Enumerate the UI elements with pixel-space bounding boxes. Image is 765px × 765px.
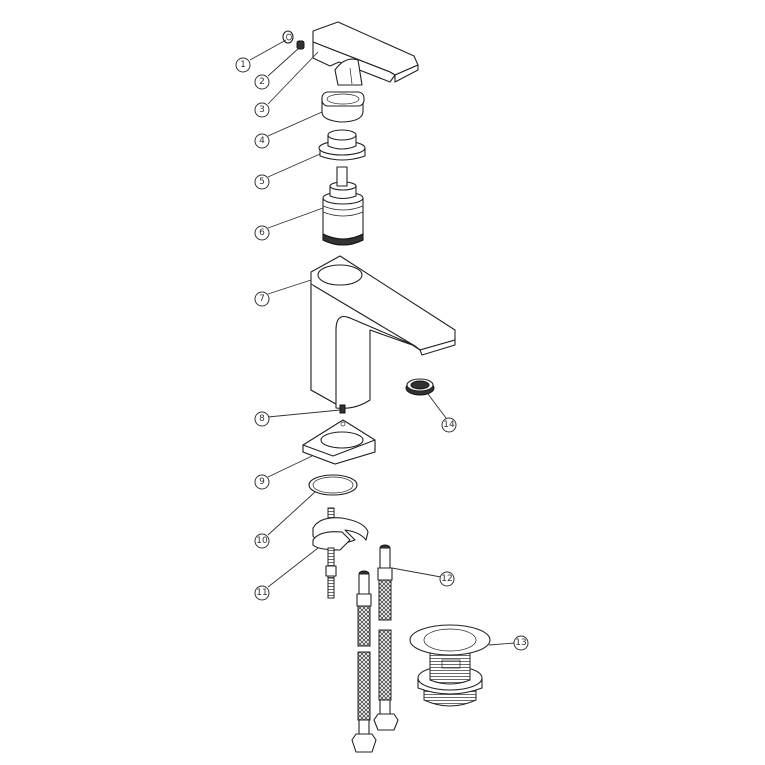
callout-label: 11 — [256, 588, 267, 598]
callout-12: 12 — [439, 571, 455, 587]
cartridge-part — [322, 166, 364, 246]
tap-body-part — [310, 255, 456, 409]
flexible-tails-part — [351, 544, 399, 753]
shroud-part — [321, 91, 365, 123]
callout-label: 12 — [441, 574, 452, 584]
callout-label: 2 — [259, 77, 265, 87]
leader-lines — [249, 39, 516, 646]
callout-13: 13 — [513, 635, 529, 651]
callout-label: 10 — [256, 536, 268, 546]
callout-label: 1 — [240, 60, 246, 70]
bonnet-nut-part — [318, 129, 366, 161]
callout-9: 9 — [254, 474, 270, 490]
callout-label: 3 — [259, 105, 265, 115]
callout-11: 11 — [254, 585, 270, 601]
callout-14: 14 — [441, 417, 457, 433]
callout-2: 2 — [254, 74, 270, 90]
callout-label: 7 — [259, 294, 265, 304]
callout-5: 5 — [254, 174, 270, 190]
click-clack-waste-part — [409, 624, 491, 707]
callout-6: 6 — [254, 225, 270, 241]
callout-label: 5 — [259, 177, 265, 187]
o-ring-washer-part — [308, 474, 358, 496]
grub-screw-part — [296, 40, 305, 50]
stud-part — [339, 404, 346, 414]
callout-label: 8 — [259, 414, 265, 424]
callout-label: 9 — [259, 477, 265, 487]
callout-label: 14 — [443, 420, 455, 430]
lever-handle-part — [312, 21, 419, 86]
base-plate-part — [302, 419, 376, 465]
aerator-part — [405, 378, 435, 396]
callout-label: 13 — [515, 638, 526, 648]
callout-label: 4 — [259, 136, 265, 146]
fixing-kit-part — [312, 507, 369, 599]
callout-3: 3 — [254, 102, 270, 118]
callout-label: 6 — [259, 228, 265, 238]
callout-10: 10 — [254, 533, 270, 549]
callout-8: 8 — [254, 411, 270, 427]
callout-7: 7 — [254, 291, 270, 307]
callout-4: 4 — [254, 133, 270, 149]
callout-1: 1 — [235, 57, 251, 73]
